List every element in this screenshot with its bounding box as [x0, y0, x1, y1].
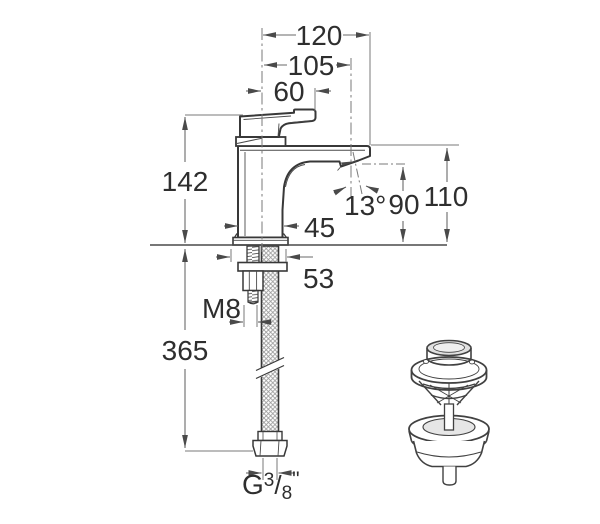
fixing-nut [242, 270, 264, 292]
faucet-body-and-spout [237, 145, 371, 239]
label-hose-fitting: G3/8" [242, 468, 300, 504]
outlet-axis-tilted [352, 151, 363, 195]
hose-fitting-slash: / [274, 470, 282, 500]
waste-pin [442, 466, 457, 486]
fixing-stud-assembly [237, 245, 288, 305]
hose-break-mark [255, 357, 285, 380]
washer-plate [237, 261, 288, 272]
hose-fitting-inch-mark: " [292, 468, 299, 491]
hose-collar [257, 430, 283, 442]
waste-lower-body [412, 440, 486, 486]
label-outlet-height: 90 [388, 189, 419, 220]
stud-tip [247, 289, 259, 303]
label-height-to-handle: 142 [162, 166, 209, 197]
label-fixing-stud-thread: M8 [202, 293, 241, 324]
strainer-cone [418, 380, 480, 406]
flexible-supply-hose [255, 245, 285, 433]
hose-hex-nut [252, 439, 288, 457]
dim-13deg [333, 185, 380, 196]
reference-lines [185, 28, 459, 480]
hose-fitting-numerator: 3 [264, 470, 275, 491]
aerator-outlet [341, 161, 358, 166]
waste-cap [426, 339, 472, 366]
label-spout-angle: 13° [344, 190, 386, 221]
lever-handle [239, 108, 317, 138]
waste-stem [443, 403, 455, 431]
label-spout-height: 110 [424, 181, 469, 212]
hose-fitting-g: G [242, 469, 264, 500]
dimension-lines [182, 32, 450, 476]
label-handle-projection: 60 [273, 76, 304, 107]
pop-up-waste-illustration [408, 339, 490, 486]
label-hose-length: 365 [162, 335, 209, 366]
label-spout-projection: 105 [288, 50, 335, 81]
overflow-hole-right [468, 359, 476, 365]
cartridge-cap [235, 136, 287, 147]
label-body-width: 45 [304, 212, 335, 243]
hose-end-fitting [252, 430, 288, 457]
label-base-depth: 53 [303, 263, 334, 294]
hose-fitting-denominator: 8 [282, 483, 293, 504]
label-overall-projection: 120 [296, 20, 343, 51]
